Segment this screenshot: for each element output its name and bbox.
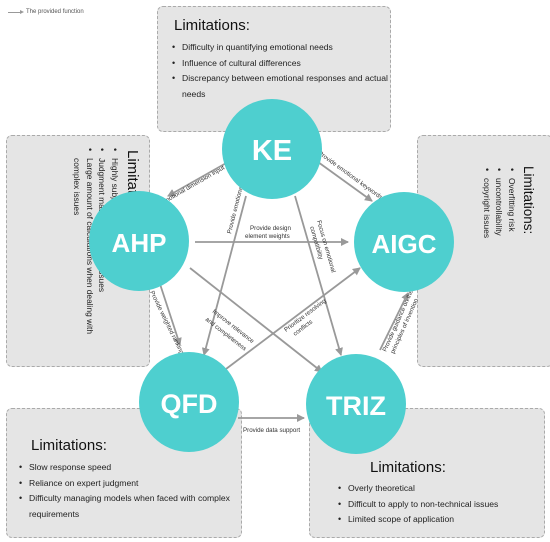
list-item: Difficulty in quantifying emotional need… [170, 40, 390, 56]
list-item: Limited scope of application [336, 512, 544, 528]
node-ke-circle [222, 99, 322, 199]
list-item: Reliance on expert judgment [17, 476, 241, 492]
node-triz: TRIZ [306, 354, 406, 454]
edge-ke-triz-arrow [294, 195, 343, 356]
legend-text: The provided function [26, 9, 84, 15]
list-item: Difficult to apply to non-technical issu… [336, 497, 544, 513]
qfd-limitations-list: Slow response speed Reliance on expert j… [17, 460, 241, 522]
legend: The provided function [8, 9, 84, 15]
node-ahp-circle [89, 191, 189, 291]
node-ke-label: KE [252, 135, 292, 167]
ke-limitations-list: Difficulty in quantifying emotional need… [170, 40, 390, 102]
edge-ke-ahp-arrow [167, 161, 229, 197]
qfd-limitations-title: Limitations: [31, 437, 107, 454]
list-item: Overly theoretical [336, 481, 544, 497]
triz-limitations-list: Overly theoretical Difficult to apply to… [336, 481, 544, 528]
edge-ke-ahp-label: Emotional dimension input [160, 164, 227, 206]
node-triz-label: TRIZ [326, 391, 386, 421]
edge-qfd-aigc-arrow [221, 267, 361, 373]
edge-qfd-triz-label: Provide data support [243, 427, 300, 434]
node-aigc-label: AIGC [372, 229, 437, 259]
edge-ke-aigc-arrow [317, 161, 373, 202]
node-qfd-circle [139, 352, 239, 452]
qfd-limitations-box: Limitations: Slow response speed Relianc… [6, 408, 242, 538]
node-ke: KE [222, 99, 322, 199]
list-item: Difficulty managing models when faced wi… [17, 491, 241, 522]
triz-limitations-title: Limitations: [370, 459, 446, 476]
list-item: Discrepancy between emotional responses … [170, 71, 390, 102]
edge-triz-aigc-arrow [379, 292, 409, 351]
node-ahp: AHP [89, 191, 189, 291]
edge-ahp-aigc-label-2: element weights [245, 233, 290, 240]
list-item: Influence of cultural differences [170, 56, 390, 72]
node-aigc-circle [354, 192, 454, 292]
legend-arrow-icon [8, 9, 24, 14]
edge-ahp-triz-arrow [189, 267, 323, 373]
node-triz-circle [306, 354, 406, 454]
list-item: Slow response speed [17, 460, 241, 476]
edge-ahp-qfd-arrow [159, 283, 182, 346]
edge-ahp-qfd-label: Provide weighted ranking [148, 290, 185, 356]
ke-limitations-title: Limitations: [174, 17, 250, 34]
node-qfd: QFD [139, 352, 239, 452]
edge-ahp-aigc-label-1: Provide design [250, 225, 291, 232]
edge-ke-qfd-arrow [201, 195, 247, 356]
node-qfd-label: QFD [161, 389, 218, 419]
edge-ke-aigc-label: Provide emotional keywords [317, 150, 384, 201]
ke-limitations-box: Limitations: Difficulty in quantifying e… [157, 6, 391, 132]
node-ahp-label: AHP [112, 228, 167, 258]
node-aigc: AIGC [354, 192, 454, 292]
